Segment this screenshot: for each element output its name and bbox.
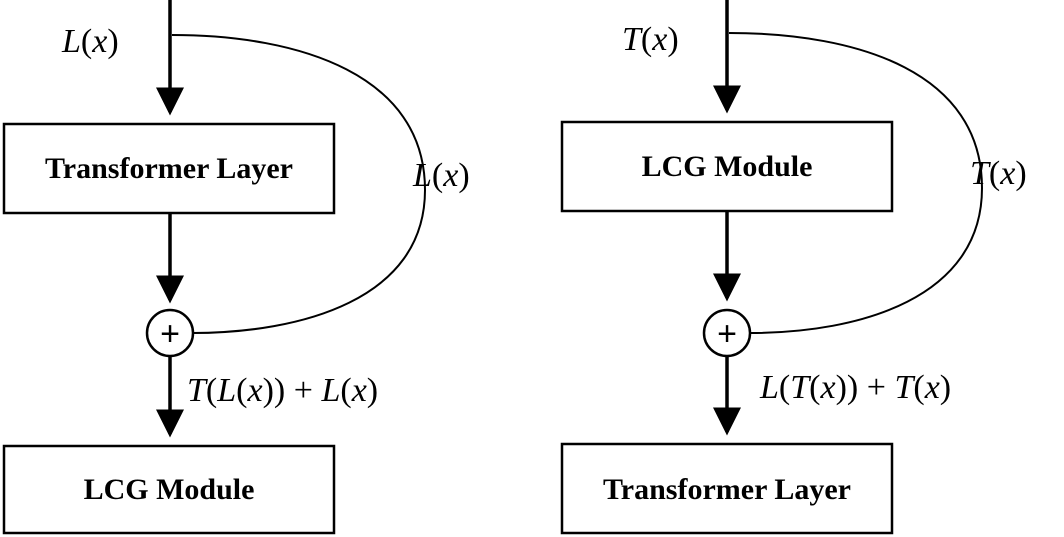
left-plus-symbol: + xyxy=(160,315,180,353)
right-top-block-label: LCG Module xyxy=(642,150,813,183)
left-input-label: L(x) xyxy=(61,23,119,60)
left-lcg-module-block xyxy=(2,444,336,535)
right-sum-label: L(T(x)) + T(x) xyxy=(759,369,951,406)
left-skip-connection xyxy=(171,34,427,334)
right-skip-connection xyxy=(728,32,984,334)
left-bottom-block-label: LCG Module xyxy=(84,473,255,506)
left-top-block-label: Transformer Layer xyxy=(45,152,293,185)
left-transformer-layer-block xyxy=(2,122,336,215)
left-skip-label: L(x) xyxy=(412,157,470,194)
right-plus-symbol: + xyxy=(717,315,737,353)
right-panel: T(x) T(x) LCG Module + L(T(x)) + T(x) Tr… xyxy=(560,0,1027,535)
right-transformer-layer-block xyxy=(560,442,894,535)
left-sum-label: T(L(x)) + L(x) xyxy=(187,372,378,409)
right-skip-label: T(x) xyxy=(970,155,1027,192)
left-panel: L(x) L(x) Transformer Layer + T(L(x)) + … xyxy=(2,0,470,535)
right-input-label: T(x) xyxy=(622,21,679,58)
right-bottom-block-label: Transformer Layer xyxy=(603,473,851,506)
